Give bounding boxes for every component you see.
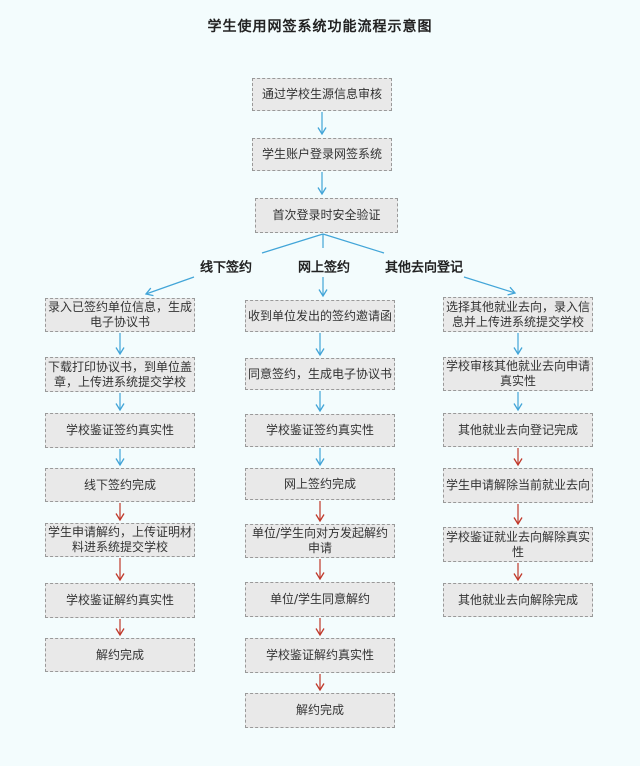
flow-arrow [463,276,517,296]
branch-label-online-signing: 网上签约 [297,260,351,276]
node-other-school-verify-release: 学校鉴证就业去向解除真实性 [443,527,593,562]
node-other-select-destination-upload: 选择其他就业去向，录入信息并上传进系统提交学校 [443,297,593,332]
node-pass-school-source-review: 通过学校生源信息审核 [252,78,392,111]
node-offline-school-verify-termination: 学校鉴证解约真实性 [45,583,195,618]
node-online-initiate-termination-request: 单位/学生向对方发起解约申请 [245,524,395,558]
node-online-agree-termination: 单位/学生同意解约 [245,582,395,617]
node-online-receive-invitation: 收到单位发出的签约邀请函 [245,300,395,332]
page-title: 学生使用网签系统功能流程示意图 [207,19,433,35]
flow-branch-line [322,233,385,254]
node-offline-termination-complete: 解约完成 [45,638,195,672]
node-online-agree-and-generate-agreement: 同意签约，生成电子协议书 [245,358,395,390]
node-online-termination-complete: 解约完成 [245,693,395,728]
node-offline-enter-employer-info: 录入已签约单位信息，生成电子协议书 [45,298,195,332]
node-other-school-review-authenticity: 学校审核其他就业去向申请真实性 [443,357,593,391]
flow-arrow [144,276,195,297]
branch-label-other-destination: 其他去向登记 [384,260,464,276]
node-offline-download-print-stamp-upload: 下载打印协议书，到单位盖章，上传进系统提交学校 [45,357,195,392]
node-other-apply-release-current-destination: 学生申请解除当前就业去向 [443,468,593,503]
node-first-login-security-verification: 首次登录时安全验证 [255,198,398,233]
node-student-account-login: 学生账户登录网签系统 [252,138,392,171]
node-online-school-verify-signing: 学校鉴证签约真实性 [245,414,395,447]
node-online-signing-complete: 网上签约完成 [245,468,395,500]
node-offline-signing-complete: 线下签约完成 [45,468,195,502]
node-offline-student-apply-termination: 学生申请解约，上传证明材料进系统提交学校 [45,523,195,557]
node-online-school-verify-termination: 学校鉴证解约真实性 [245,638,395,673]
branch-label-offline-signing: 线下签约 [199,260,253,276]
node-other-registration-complete: 其他就业去向登记完成 [443,413,593,447]
node-offline-school-verify-signing: 学校鉴证签约真实性 [45,413,195,448]
node-other-release-complete: 其他就业去向解除完成 [443,583,593,617]
flow-branch-line [261,233,324,254]
